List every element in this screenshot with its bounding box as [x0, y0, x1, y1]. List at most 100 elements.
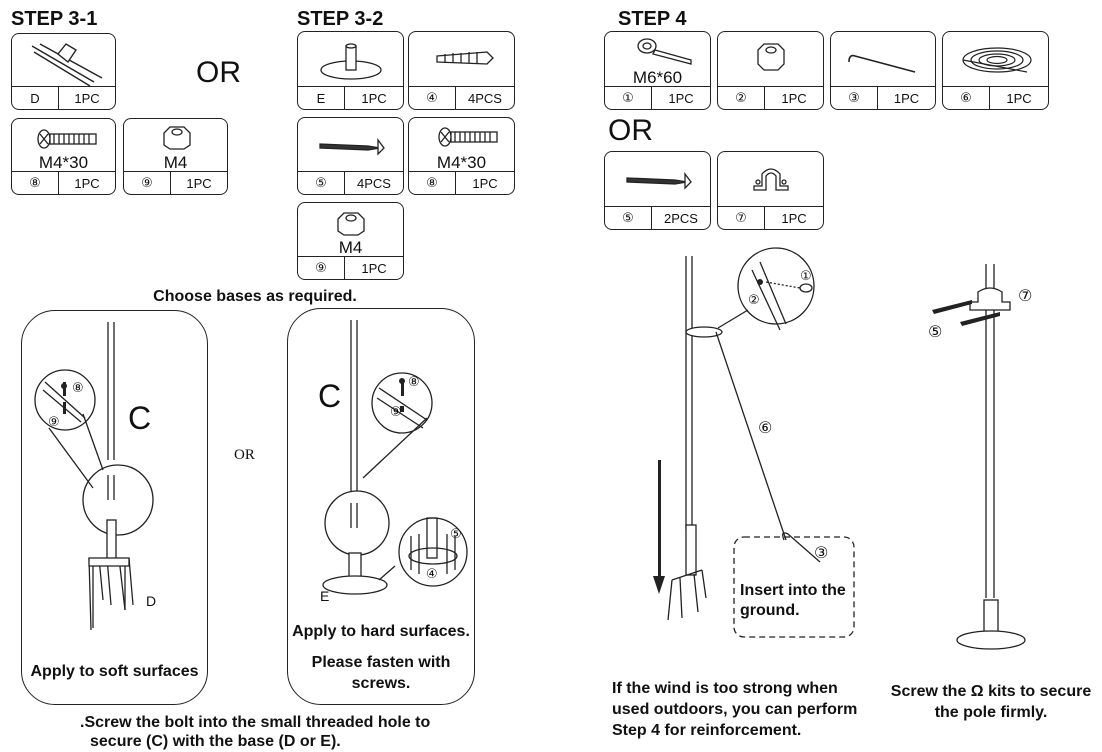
part-card-5: ⑤ 4PCS: [297, 117, 404, 195]
part-qty: 1PC: [361, 260, 387, 276]
wall-anchor-icon: [436, 51, 494, 65]
nut-icon: [757, 43, 785, 71]
part-card-6: ⑥ 1PC: [942, 31, 1049, 110]
part-card-2: ② 1PC: [717, 31, 824, 110]
part-card-8: M4*30 ⑧ 1PC: [11, 118, 116, 195]
callout-9: ⑨: [48, 414, 60, 429]
omega-note-2: the pole firmly.: [934, 704, 1048, 721]
callout-7: ⑦: [1018, 288, 1033, 305]
bottom-note-2: secure (C) with the base (D or E).: [90, 733, 341, 750]
nut-icon: [337, 212, 365, 236]
ground-peg-icon: [848, 54, 916, 73]
part-qty: 1PC: [668, 90, 694, 106]
callout-8: ⑧: [72, 380, 84, 395]
omega-note-1: Screw the Ω kits to secure: [890, 683, 1092, 700]
part-spec: M4: [338, 238, 363, 257]
omega-clamp-icon: [753, 168, 789, 191]
ground-note-1: Insert into the: [740, 582, 846, 599]
part-card-e: E 1PC: [297, 31, 404, 110]
part-id: ③: [831, 87, 878, 109]
part-card-8b: M4*30 ⑧ 1PC: [408, 117, 515, 195]
part-card-4: ④ 4PCS: [408, 31, 515, 110]
choose-bases-note: Choose bases as required.: [153, 288, 357, 305]
step-3-1-title: STEP 3-1: [11, 8, 98, 30]
wind-note-1: If the wind is too strong when: [612, 680, 838, 697]
part-card-1: M6*60 ① 1PC: [604, 31, 711, 110]
part-qty: 1PC: [361, 90, 387, 106]
wind-note-2: used outdoors, you can perform: [612, 701, 858, 718]
callout-4: ④: [426, 566, 438, 581]
or-label: OR: [196, 56, 241, 89]
part-qty: 1PC: [781, 210, 807, 226]
part-id: ⑧: [409, 172, 456, 194]
part-qty: 1PC: [74, 175, 100, 191]
step-3-2-title: STEP 3-2: [297, 8, 384, 30]
label-e: E: [320, 588, 330, 604]
wood-screw-icon: [626, 172, 692, 190]
part-id: ⑨: [124, 172, 171, 194]
hard-surface-caption-2: Please fasten with: [311, 654, 451, 671]
part-card-9: M4 ⑨ 1PC: [123, 118, 228, 195]
part-id: ⑤: [605, 207, 652, 229]
part-id: ⑤: [298, 172, 345, 194]
wind-note-3: Step 4 for reinforcement.: [612, 722, 802, 739]
part-qty: 1PC: [74, 90, 100, 106]
part-id: ①: [605, 87, 652, 109]
or-label: OR: [608, 114, 653, 147]
callout-5: ⑤: [928, 324, 943, 341]
part-spec: M4*30: [436, 153, 487, 172]
soft-surface-illustration: [34, 322, 154, 631]
label-c: C: [128, 400, 152, 436]
hard-surface-panel: [287, 308, 475, 705]
guy-rope-illustration: [653, 247, 855, 638]
part-id: ②: [718, 87, 765, 109]
hard-surface-caption-1: Apply to hard surfaces.: [292, 623, 470, 640]
callout-6: ⑥: [758, 420, 773, 437]
part-card-5b: ⑤ 2PCS: [604, 151, 711, 230]
callout-2: ②: [748, 292, 760, 307]
part-id: ⑧: [12, 172, 59, 194]
bottom-note-1: .Screw the bolt into the small threaded …: [80, 714, 431, 731]
soft-surface-panel: [21, 310, 208, 705]
step-4-title: STEP 4: [618, 8, 687, 30]
rope-coil-icon: [962, 47, 1032, 73]
part-card-9b: M4 ⑨ 1PC: [297, 202, 404, 280]
part-card-7: ⑦ 1PC: [717, 151, 824, 230]
callout-5: ⑤: [450, 526, 462, 541]
part-spec: M4: [163, 153, 188, 172]
part-qty: 1PC: [893, 90, 920, 106]
part-id: ⑨: [298, 257, 345, 279]
callout-1: ①: [800, 268, 812, 283]
part-spec: M6*60: [632, 68, 683, 87]
wood-screw-icon: [319, 138, 385, 156]
flat-base-icon: [320, 43, 382, 80]
part-qty: 1PC: [472, 175, 498, 191]
part-id: E: [298, 87, 345, 109]
part-qty: 4PCS: [357, 175, 391, 191]
part-qty: 2PCS: [664, 210, 698, 226]
ground-stake-icon: [31, 43, 103, 87]
hard-surface-illustration: [322, 320, 468, 595]
part-id: ⑦: [718, 207, 765, 229]
part-qty: 1PC: [186, 175, 212, 191]
soft-surface-caption: Apply to soft surfaces: [30, 663, 199, 680]
eye-bolt-icon: [637, 38, 692, 65]
bolt-icon: [37, 129, 97, 149]
ground-note-2: ground.: [740, 602, 800, 619]
part-id: ④: [409, 87, 456, 109]
label-c: C: [318, 378, 342, 414]
bolt-icon: [438, 127, 498, 147]
callout-8: ⑧: [408, 374, 420, 389]
or-text: OR: [234, 447, 255, 463]
part-spec: M4*30: [38, 153, 89, 172]
part-qty: 4PCS: [468, 90, 502, 106]
part-qty: 1PC: [1006, 90, 1032, 106]
callout-3: ③: [814, 545, 829, 562]
part-card-3: ③ 1PC: [830, 31, 936, 110]
part-id: ⑥: [943, 87, 990, 109]
hard-surface-caption-3: screws.: [351, 675, 411, 692]
part-qty: 1PC: [781, 90, 807, 106]
nut-icon: [163, 126, 191, 150]
omega-clamp-illustration: [932, 264, 1026, 650]
